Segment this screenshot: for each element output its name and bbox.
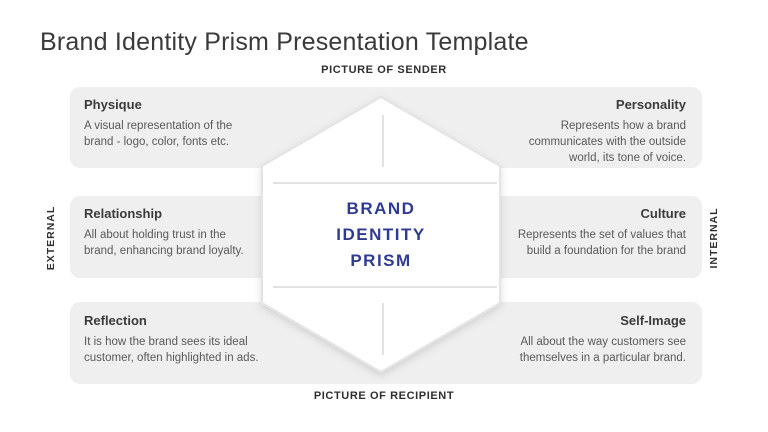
card-title: Personality — [615, 97, 686, 112]
center-line-3: PRISM — [350, 251, 412, 270]
prism-hexagon-graphic — [261, 96, 501, 373]
card-description: A visual representation of the brand - l… — [84, 120, 233, 148]
card-relationship: Relationship All about holding trust in … — [84, 206, 244, 259]
page-title: Brand Identity Prism Presentation Templa… — [40, 28, 529, 56]
external-axis-label: EXTERNAL — [45, 205, 57, 271]
center-line-2: IDENTITY — [336, 225, 426, 244]
card-culture: Culture Represents the set of values tha… — [518, 206, 686, 259]
prism-center-title: BRAND IDENTITY PRISM — [252, 90, 510, 380]
center-line-1: BRAND — [346, 199, 416, 218]
card-self-image: Self-Image All about the way customers s… — [520, 313, 686, 366]
prism-hexagon — [250, 88, 512, 382]
card-title: Culture — [640, 206, 687, 221]
card-title: Relationship — [84, 206, 163, 221]
card-reflection: Reflection It is how the brand sees its … — [84, 313, 259, 366]
picture-of-sender-label: PICTURE OF SENDER — [321, 64, 447, 76]
card-personality: Personality Represents how a brand commu… — [529, 97, 686, 166]
hexagon-shape — [261, 96, 501, 373]
card-description: It is how the brand sees its ideal custo… — [84, 336, 259, 364]
card-title: Physique — [84, 97, 142, 112]
internal-axis-label: INTERNAL — [708, 207, 720, 269]
picture-of-recipient-label: PICTURE OF RECIPIENT — [313, 390, 455, 402]
card-description: Represents the set of values that build … — [517, 229, 686, 257]
prism-divider-lines — [273, 115, 497, 355]
card-description: All about the way customers see themselv… — [519, 336, 686, 364]
card-description: All about holding trust in the brand, en… — [84, 229, 244, 257]
card-title: Self-Image — [620, 313, 686, 328]
card-description: Represents how a brand communicates with… — [528, 120, 686, 164]
card-title: Reflection — [84, 313, 147, 328]
card-physique: Physique A visual representation of the … — [84, 97, 232, 150]
